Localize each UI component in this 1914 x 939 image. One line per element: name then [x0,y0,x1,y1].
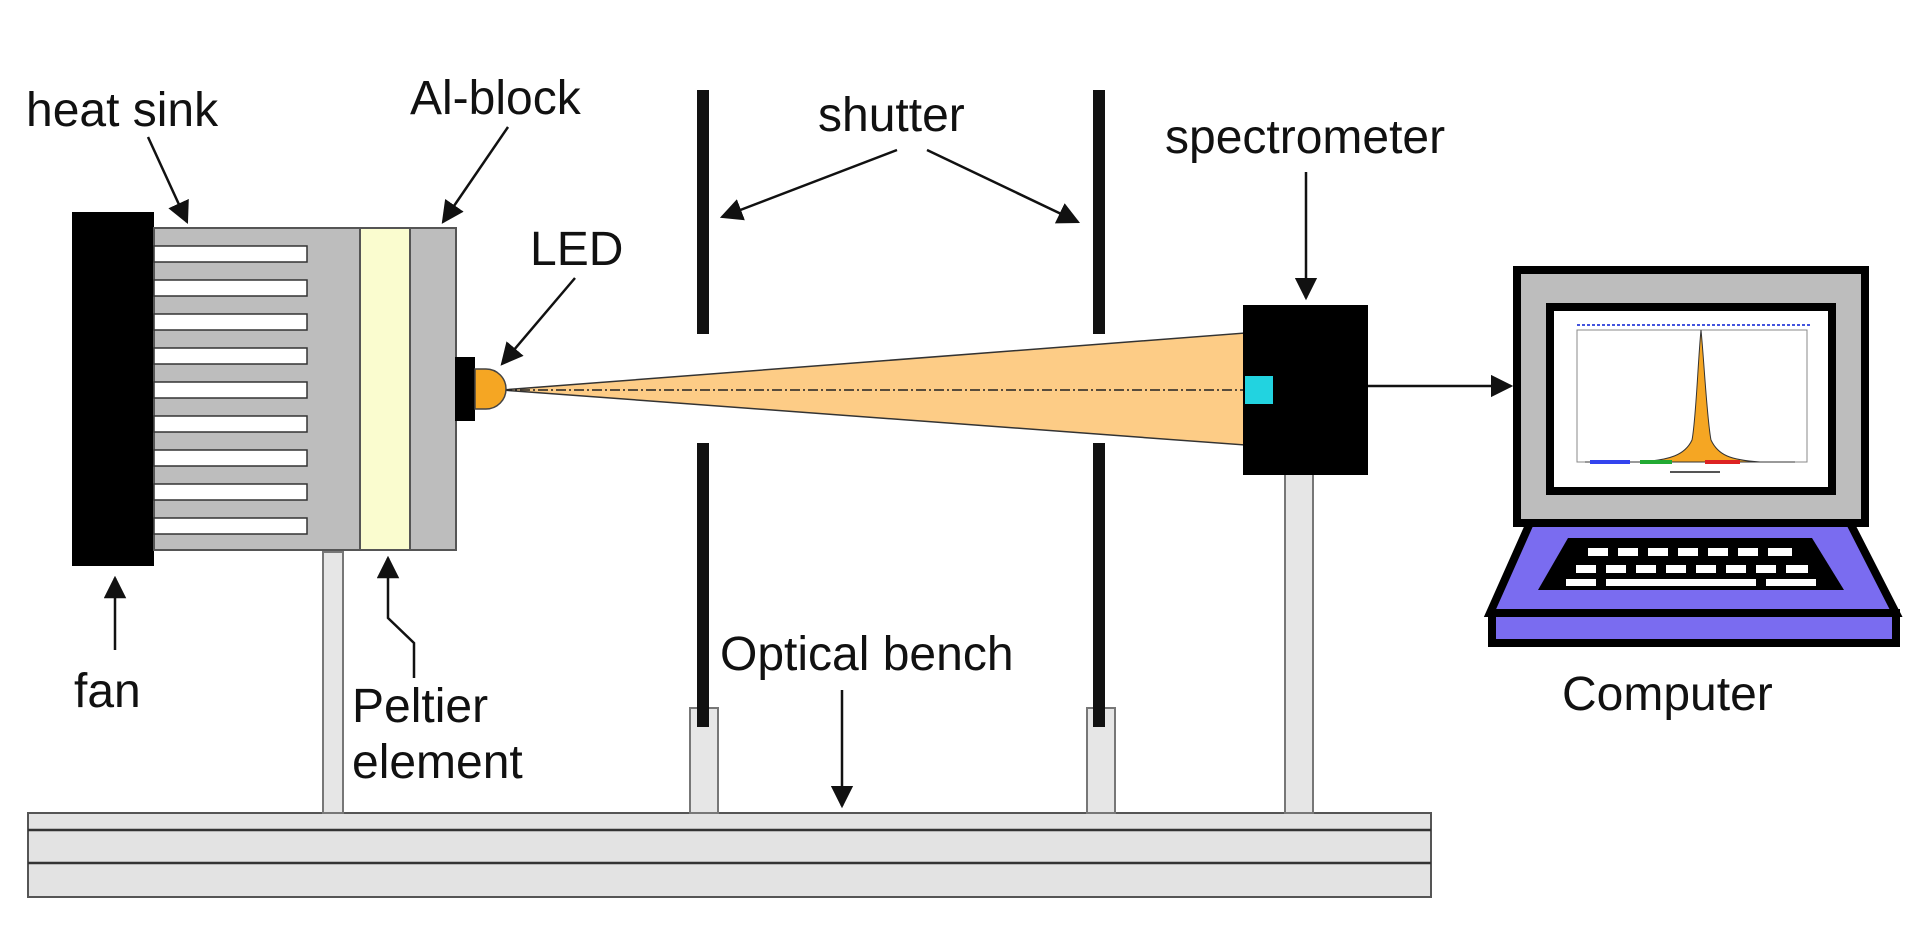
spectrometer-window [1245,376,1273,404]
al-block-arrow [441,126,510,224]
heat-sink [153,227,361,551]
led [455,357,507,421]
label-optical-bench: Optical bench [720,628,1014,681]
label-led: LED [530,223,623,276]
label-fan: fan [74,665,141,718]
peltier-element [359,227,411,551]
shutter-2-lower [1093,443,1105,727]
computer [1483,266,1903,647]
label-peltier-line1: Peltier [352,680,488,733]
spectrometer-post [1284,473,1314,814]
peltier-arrow [376,555,416,678]
label-al-block: Al-block [410,72,582,125]
screen-spectrum-chart [1576,324,1810,473]
label-spectrometer: spectrometer [1165,111,1445,164]
spectrometer [1243,305,1368,475]
led-arrow [500,277,576,366]
label-heat-sink: heat sink [26,84,219,137]
shutter-1-lower [697,443,709,727]
mount-post-left [322,551,344,814]
shutter-2-upper [1093,90,1105,334]
shutter-1-upper [697,90,709,334]
fan [72,212,154,566]
label-peltier-line2: element [352,736,523,789]
al-block [409,227,457,551]
shutter-arrow-left [719,148,898,221]
light-beam [501,332,1246,446]
screen-spectrum-peak [1639,329,1761,463]
shutter-arrow-right [926,148,1081,224]
optical-bench [27,812,1432,898]
heat-sink-arrow [146,136,189,225]
label-shutter: shutter [818,89,965,142]
label-computer: Computer [1562,668,1773,721]
